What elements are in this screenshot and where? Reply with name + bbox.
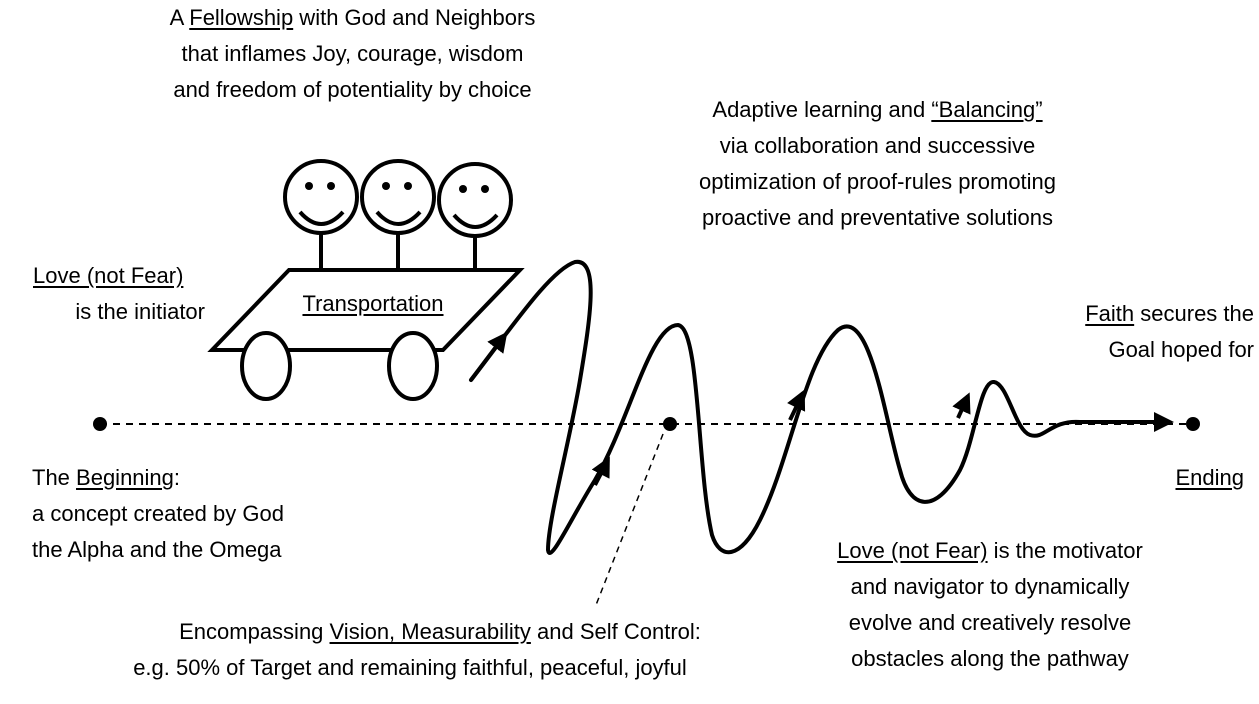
vehicle-body — [207, 268, 525, 352]
smiley-face-2 — [360, 159, 436, 270]
midpoint-point — [663, 417, 677, 431]
vision-text: Encompassing Vision, Measurability and S… — [133, 619, 701, 680]
path-arrow-2 — [787, 389, 806, 421]
wheel-left-icon — [240, 331, 292, 401]
path-arrow-3 — [952, 392, 971, 419]
smiley-face-1 — [283, 159, 359, 270]
faith-keyword: Faith — [1085, 301, 1135, 326]
beginning-text: The Beginning: a concept created by God … — [32, 465, 284, 562]
beginning-keyword: Beginning — [76, 465, 174, 490]
ending-point — [1186, 417, 1200, 431]
vision-pointer-line — [595, 433, 664, 606]
fellowship-text: A Fellowship with God and Neighbors that… — [169, 5, 536, 102]
smiley-face-3 — [437, 162, 513, 270]
motivator-keyword: Love (not Fear) — [837, 538, 988, 563]
ending-text: Ending — [1175, 465, 1244, 490]
vision-keyword: Vision, Measurability — [329, 619, 531, 644]
fellowship-keyword: Fellowship — [189, 5, 294, 30]
wheel-right-icon — [387, 331, 439, 401]
motivator-text: Love (not Fear) is the motivator and nav… — [837, 538, 1143, 671]
beginning-point — [93, 417, 107, 431]
balancing-keyword: “Balancing” — [931, 97, 1043, 122]
adaptive-learning-text: Adaptive learning and “Balancing” via co… — [698, 97, 1057, 230]
path-arrow-1 — [591, 456, 610, 486]
faith-text: Faith secures the Goal hoped for — [1085, 301, 1254, 362]
initiator-text: Love (not Fear) is the initiator — [0, 258, 205, 330]
vehicle-label: Transportation — [302, 291, 444, 316]
balancing-path — [469, 259, 1170, 555]
initiator-keyword: Love (not Fear) — [33, 263, 184, 288]
